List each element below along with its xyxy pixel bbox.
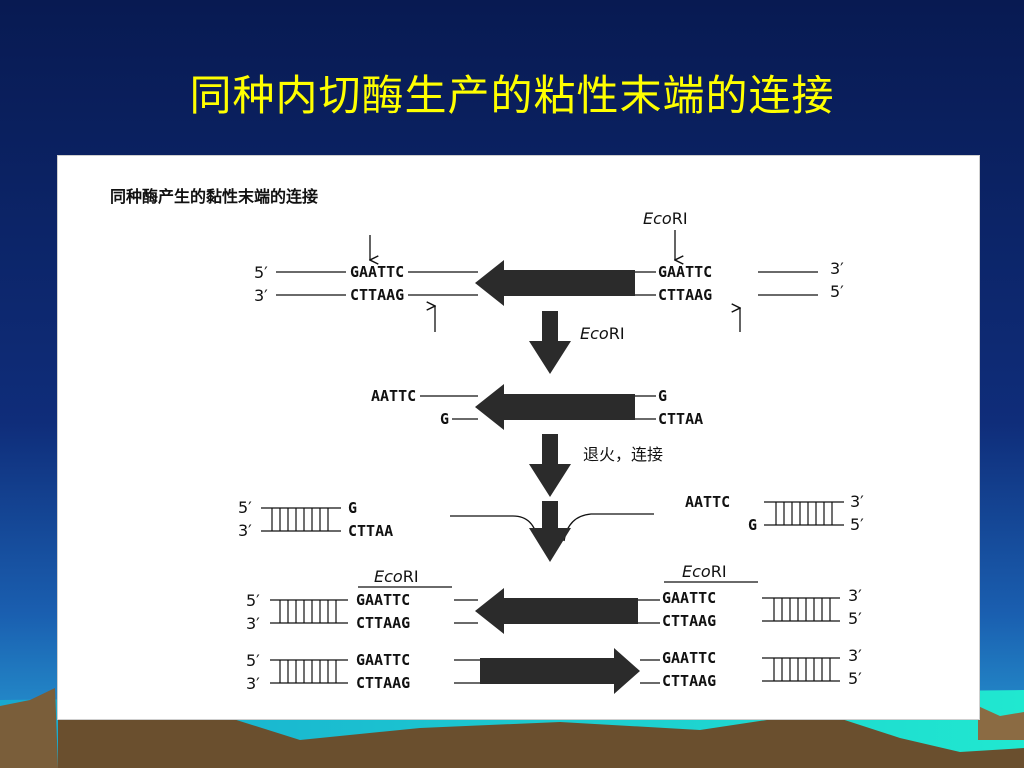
enzyme-suffix: RI: [672, 209, 688, 228]
strand-5p-label: 5′: [246, 651, 260, 670]
sequence-gaattc: GAATTC: [662, 589, 716, 607]
enzyme-label-site: EcoRI: [374, 567, 419, 586]
anneal-ligate-label: 退火，连接: [583, 445, 663, 464]
sequence-gaattc: GAATTC: [658, 263, 712, 281]
sequence-g: G: [348, 499, 357, 517]
strand-5p-label: 5′: [830, 282, 844, 301]
strand-3p-label: 3′: [830, 259, 844, 278]
figure-panel: 同种酶产生的黏性末端的连接 EcoRI 5′ 3′ GAATTC CTTAAG …: [57, 155, 980, 720]
strand-3p-label: 3′: [246, 614, 260, 633]
step-arrow-down: [529, 501, 571, 562]
double-helix-ladder: [762, 657, 840, 682]
sequence-g: G: [440, 410, 449, 428]
step-arrow-down: [529, 434, 571, 497]
gene-arrow-left: [475, 384, 635, 430]
sequence-gaattc: GAATTC: [350, 263, 404, 281]
gene-arrow-right: [480, 648, 640, 694]
background-mountain-left: [0, 688, 58, 768]
strand-3p-label: 3′: [848, 646, 862, 665]
sequence-cttaag: CTTAAG: [658, 286, 712, 304]
annealing-curve: [563, 513, 654, 542]
strand-3p-label: 3′: [238, 521, 252, 540]
background-mountain-bottom: [58, 712, 1024, 768]
strand-5p-label: 5′: [848, 609, 862, 628]
sequence-cttaa: CTTAA: [658, 410, 703, 428]
step-arrow-down: [529, 311, 571, 374]
enzyme-prefix: Eco: [580, 324, 609, 343]
strand-3p-label: 3′: [254, 286, 268, 305]
sequence-aattc: AATTC: [685, 493, 730, 511]
enzyme-suffix: RI: [403, 567, 419, 586]
sequence-cttaag: CTTAAG: [662, 612, 716, 630]
sequence-gaattc: GAATTC: [356, 651, 410, 669]
sequence-gaattc: GAATTC: [662, 649, 716, 667]
sequence-gaattc: GAATTC: [356, 591, 410, 609]
gene-arrow-left: [475, 260, 635, 306]
gene-arrow-left: [475, 588, 638, 634]
sequence-g: G: [658, 387, 667, 405]
sequence-cttaag: CTTAAG: [662, 672, 716, 690]
sequence-cttaag: CTTAAG: [356, 674, 410, 692]
strand-3p-label: 3′: [848, 586, 862, 605]
enzyme-label-top: EcoRI: [643, 209, 688, 228]
figure-heading: 同种酶产生的黏性末端的连接: [110, 187, 318, 206]
sequence-cttaag: CTTAAG: [356, 614, 410, 632]
strand-5p-label: 5′: [246, 591, 260, 610]
enzyme-suffix: RI: [609, 324, 625, 343]
double-helix-ladder: [261, 507, 341, 532]
strand-5p-label: 5′: [850, 515, 864, 534]
strand-5p-label: 5′: [238, 498, 252, 517]
double-helix-ladder: [270, 599, 348, 624]
enzyme-prefix: Eco: [682, 562, 711, 581]
double-helix-ladder: [270, 659, 348, 684]
strand-5p-label: 5′: [254, 263, 268, 282]
strand-3p-label: 3′: [246, 674, 260, 693]
sequence-aattc: AATTC: [371, 387, 416, 405]
enzyme-prefix: Eco: [643, 209, 672, 228]
ecori-ligation-diagram: 同种酶产生的黏性末端的连接 EcoRI 5′ 3′ GAATTC CTTAAG …: [110, 187, 864, 694]
strand-5p-label: 5′: [848, 669, 862, 688]
strand-3p-label: 3′: [850, 492, 864, 511]
double-helix-ladder: [764, 501, 844, 526]
enzyme-label-site: EcoRI: [682, 562, 727, 581]
double-helix-ladder: [762, 597, 840, 622]
enzyme-suffix: RI: [711, 562, 727, 581]
enzyme-label-step: EcoRI: [580, 324, 625, 343]
enzyme-prefix: Eco: [374, 567, 403, 586]
annealing-curve: [450, 515, 539, 542]
background-mountain-right: [978, 706, 1024, 740]
sequence-cttaa: CTTAA: [348, 522, 393, 540]
sequence-g: G: [748, 516, 757, 534]
sequence-cttaag: CTTAAG: [350, 286, 404, 304]
slide-title: 同种内切酶生产的粘性末端的连接: [189, 71, 835, 120]
